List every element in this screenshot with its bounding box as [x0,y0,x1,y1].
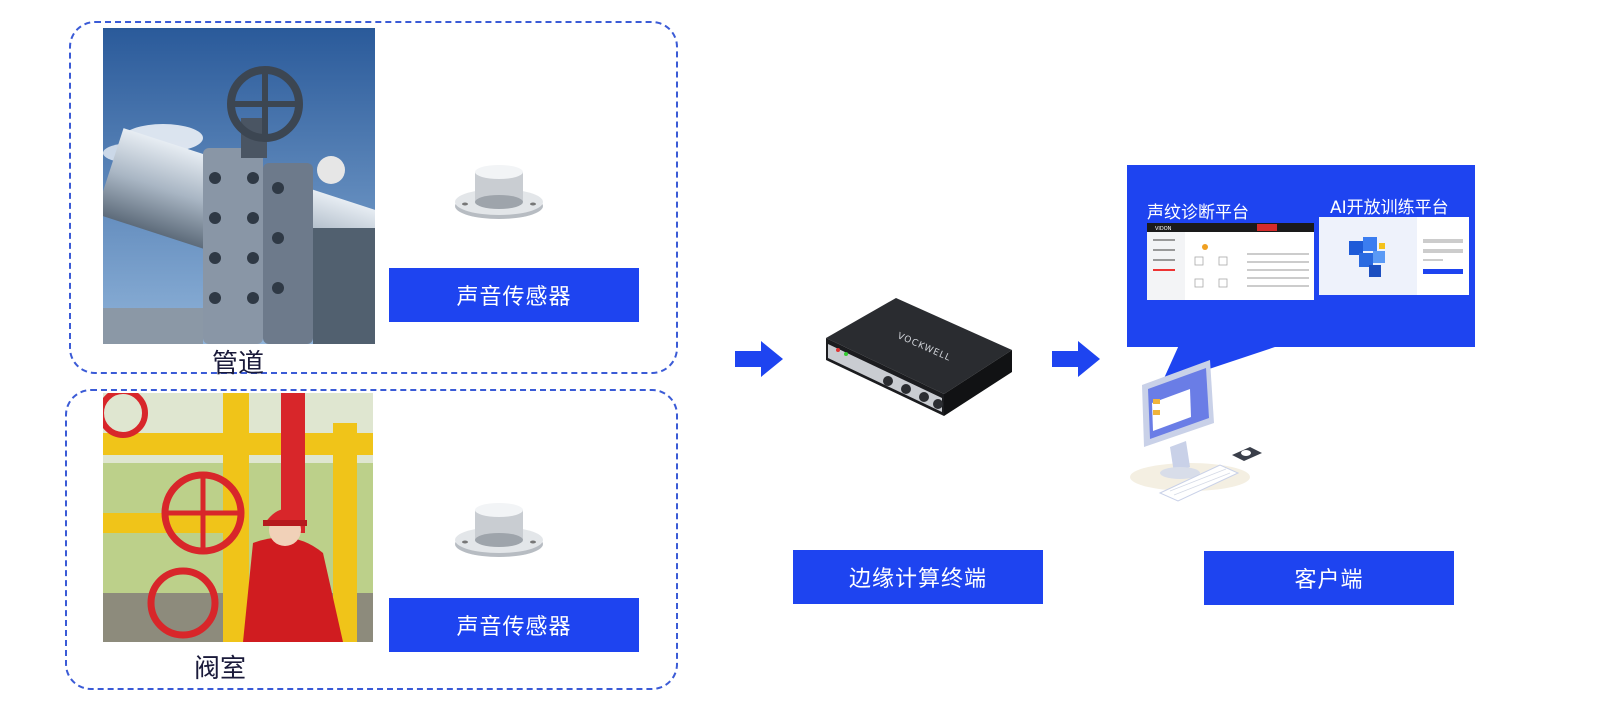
arrow-right-icon [1052,341,1100,381]
panel-title-ai-training: AI开放训练平台 [1330,198,1449,218]
sensor-label-pipeline: 声音传感器 [389,268,639,322]
ai-training-platform-screenshot [1319,217,1469,295]
computer-icon [1130,355,1270,505]
client-platforms-panel: 声纹诊断平台 AI开放训练平台 VIDON [1127,165,1475,385]
sound-sensor-image [453,498,545,560]
panel-title-voiceprint: 声纹诊断平台 [1147,203,1249,223]
pipeline-photo [103,28,375,344]
valve-room-caption: 阀室 [194,654,247,684]
valve-room-photo [103,393,373,642]
pipeline-group [69,21,678,374]
edge-device-image: VOCKWELL [826,298,1012,426]
arrow-right-icon [735,341,783,381]
pipeline-caption: 管道 [212,349,265,379]
edge-terminal-label: 边缘计算终端 [793,550,1043,604]
sound-sensor-image [453,160,545,222]
voiceprint-logo-text: VIDON [1155,226,1172,232]
client-label: 客户端 [1204,551,1454,605]
valve-room-group [65,389,678,690]
voiceprint-platform-screenshot: VIDON [1147,223,1314,300]
sensor-label-valve-room: 声音传感器 [389,598,639,652]
